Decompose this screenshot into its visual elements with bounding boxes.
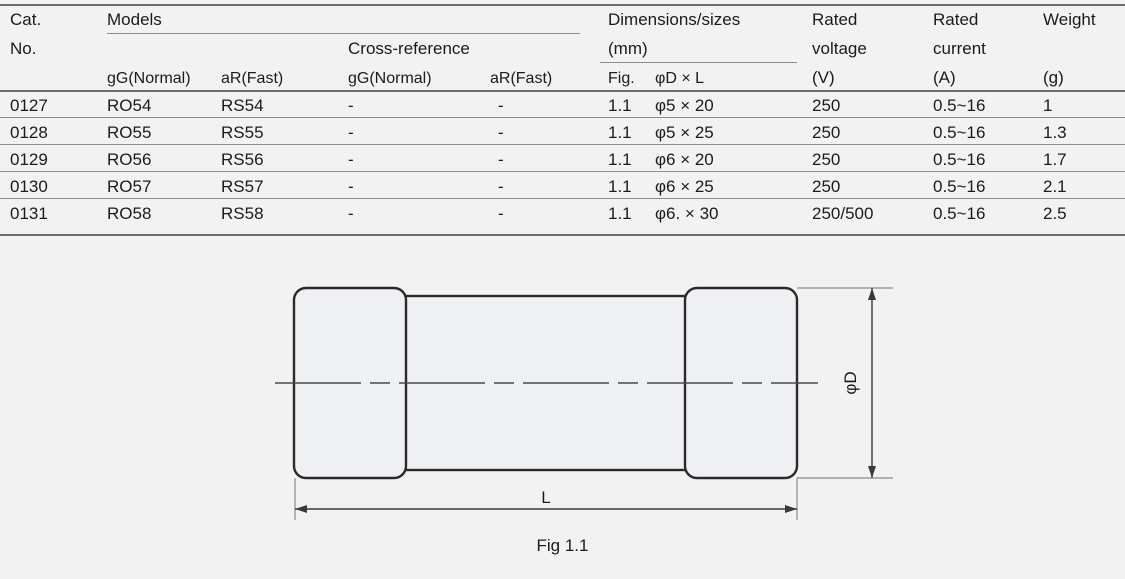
cell-fig: 1.1 bbox=[608, 204, 632, 223]
cell-models-ar: RS56 bbox=[221, 150, 264, 169]
cell-models-ar: RS54 bbox=[221, 96, 264, 115]
cell-rated-voltage: 250 bbox=[812, 96, 841, 115]
cell-rated-voltage: 250/500 bbox=[812, 204, 874, 223]
cell-cat-no: 0127 bbox=[10, 96, 48, 115]
header-rated-voltage-unit: (V) bbox=[812, 68, 835, 87]
cell-models-gg: RO56 bbox=[107, 150, 152, 169]
cell-fig: 1.1 bbox=[608, 96, 632, 115]
table-bottom-rule bbox=[0, 234, 1125, 236]
figure-caption: Fig 1.1 bbox=[536, 536, 589, 555]
cell-weight: 2.1 bbox=[1043, 177, 1067, 196]
cell-rated-current: 0.5~16 bbox=[933, 123, 986, 142]
subheader-dia-len: φD × L bbox=[655, 70, 705, 87]
cell-cat-no: 0130 bbox=[10, 177, 48, 196]
cell-rated-voltage: 250 bbox=[812, 123, 841, 142]
cell-cat-no: 0129 bbox=[10, 150, 48, 169]
cell-cat-no: 0131 bbox=[10, 204, 48, 223]
subheader-fig: Fig. bbox=[608, 70, 635, 87]
cell-xref-gg: - bbox=[348, 96, 354, 115]
cell-xref-gg: - bbox=[348, 123, 354, 142]
cell-rated-current: 0.5~16 bbox=[933, 204, 986, 223]
header-dimensions-line1: Dimensions/sizes bbox=[608, 10, 741, 29]
header-dimensions-line2: (mm) bbox=[608, 39, 648, 58]
cell-rated-current: 0.5~16 bbox=[933, 177, 986, 196]
header-models: Models bbox=[107, 10, 162, 29]
fuse-outline-figure: L φD Fig 1.1 bbox=[0, 245, 1125, 579]
row-rule-1 bbox=[0, 117, 1125, 118]
cell-models-ar: RS55 bbox=[221, 123, 264, 142]
arrowhead-length-right bbox=[785, 505, 797, 513]
cell-rated-voltage: 250 bbox=[812, 177, 841, 196]
header-rated-current-line1: Rated bbox=[933, 10, 979, 29]
table-top-rule bbox=[0, 4, 1125, 6]
subheader-models-gg: gG(Normal) bbox=[107, 70, 191, 87]
cell-rated-current: 0.5~16 bbox=[933, 96, 986, 115]
cell-models-gg: RO55 bbox=[107, 123, 152, 142]
cell-models-gg: RO58 bbox=[107, 204, 152, 223]
header-rated-voltage-line2: voltage bbox=[812, 39, 867, 58]
header-bottom-rule bbox=[0, 90, 1125, 92]
cell-dia-len: φ6 × 25 bbox=[655, 177, 714, 196]
arrowhead-diameter-top bbox=[868, 288, 876, 300]
cell-weight: 1.3 bbox=[1043, 123, 1067, 142]
header-weight-line1: Weight bbox=[1043, 10, 1096, 29]
fuse-drawing-svg: L φD bbox=[275, 286, 893, 520]
cell-fig: 1.1 bbox=[608, 123, 632, 142]
row-rule-3 bbox=[0, 171, 1125, 172]
cell-xref-ar: - bbox=[498, 150, 504, 169]
cell-weight: 1.7 bbox=[1043, 150, 1067, 169]
row-rule-2 bbox=[0, 144, 1125, 145]
row-rule-4 bbox=[0, 198, 1125, 199]
cell-xref-ar: - bbox=[498, 96, 504, 115]
header-cross-reference: Cross-reference bbox=[348, 39, 470, 58]
cell-models-ar: RS57 bbox=[221, 177, 264, 196]
dimensions-group-rule bbox=[600, 62, 797, 63]
arrowhead-length-left bbox=[295, 505, 307, 513]
cell-fig: 1.1 bbox=[608, 177, 632, 196]
cell-weight: 2.5 bbox=[1043, 204, 1067, 223]
cell-fig: 1.1 bbox=[608, 150, 632, 169]
subheader-models-ar: aR(Fast) bbox=[221, 70, 284, 87]
arrowhead-diameter-bottom bbox=[868, 466, 876, 478]
dimension-label-length: L bbox=[541, 488, 550, 507]
cell-models-ar: RS58 bbox=[221, 204, 264, 223]
specification-table: Cat. No. Models Cross-reference Dimensio… bbox=[0, 0, 1125, 240]
cell-xref-ar: - bbox=[498, 123, 504, 142]
cell-cat-no: 0128 bbox=[10, 123, 48, 142]
cell-rated-current: 0.5~16 bbox=[933, 150, 986, 169]
cell-models-gg: RO57 bbox=[107, 177, 152, 196]
cell-xref-ar: - bbox=[498, 177, 504, 196]
subheader-xref-gg: gG(Normal) bbox=[348, 70, 432, 87]
header-rated-voltage-line1: Rated bbox=[812, 10, 858, 29]
models-group-rule bbox=[107, 33, 580, 34]
subheader-xref-ar: aR(Fast) bbox=[490, 70, 553, 87]
dimension-label-diameter: φD bbox=[841, 371, 860, 394]
cell-rated-voltage: 250 bbox=[812, 150, 841, 169]
cell-dia-len: φ6 × 20 bbox=[655, 150, 714, 169]
cell-xref-ar: - bbox=[498, 204, 504, 223]
cell-dia-len: φ5 × 25 bbox=[655, 123, 714, 142]
cell-weight: 1 bbox=[1043, 96, 1053, 115]
cell-dia-len: φ6. × 30 bbox=[655, 204, 719, 223]
cell-dia-len: φ5 × 20 bbox=[655, 96, 714, 115]
cell-xref-gg: - bbox=[348, 204, 354, 223]
cell-xref-gg: - bbox=[348, 177, 354, 196]
header-cat-no-line1: Cat. bbox=[10, 10, 42, 29]
header-cat-no-line2: No. bbox=[10, 39, 37, 58]
header-weight-unit: (g) bbox=[1043, 68, 1064, 87]
header-rated-current-line2: current bbox=[933, 39, 986, 58]
header-rated-current-unit: (A) bbox=[933, 68, 956, 87]
cell-models-gg: RO54 bbox=[107, 96, 152, 115]
cell-xref-gg: - bbox=[348, 150, 354, 169]
